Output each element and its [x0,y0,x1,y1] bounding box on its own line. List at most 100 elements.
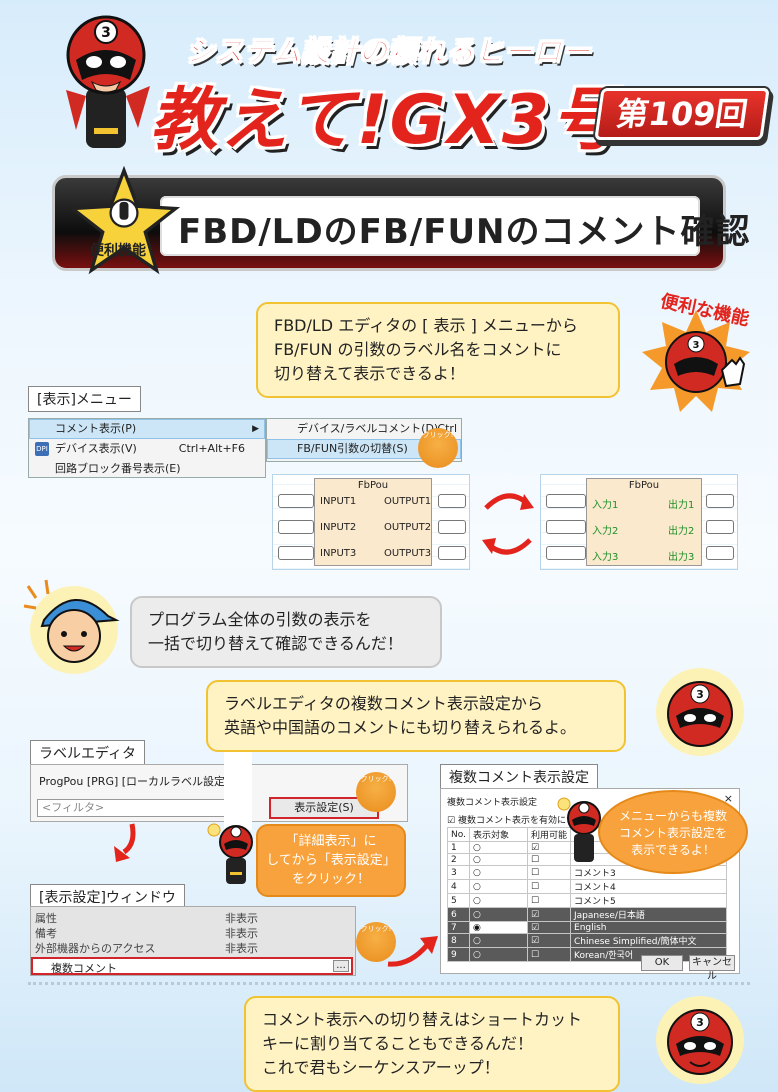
editor-break-gap [224,752,252,830]
radio-icon[interactable]: ○ [469,893,528,908]
topic-banner-panel [160,196,700,256]
checkbox-icon[interactable]: ☐ [526,893,572,908]
menu-section-tag: [表示]メニュー [28,386,141,412]
badge-label: 便利機能 [90,243,146,259]
checkbox-icon[interactable]: ☑ [526,933,572,948]
display-settings-button[interactable]: 表示設定(S) [269,797,379,819]
checkbox-icon[interactable]: ☐ [526,947,572,962]
checkbox-icon[interactable]: ☑ [526,921,572,934]
menu-item-block-number[interactable]: 回路ブロック番号表示(E) [29,459,265,479]
menu-shortcut: Ctrl+Alt+F6 [178,442,245,455]
svg-text:3: 3 [101,25,111,41]
menu-item-label: 回路ブロック番号表示(E) [55,462,181,475]
radio-selected-icon[interactable]: ◉ [469,921,528,934]
click-hand-icon: クリック! [356,922,396,962]
row-no: 2 [447,853,470,866]
click-label: クリック! [360,775,392,783]
fb-output-pin: 出力2 [668,526,695,537]
radio-icon[interactable]: ○ [469,947,528,962]
fb-input-pin: INPUT2 [320,522,357,533]
label-editor-tag: ラベルエディタ [30,740,146,766]
dialog-title: 複数コメント表示設定 [447,798,538,808]
menu-item-label: デバイス/ラベルコメント(D) [297,422,439,435]
radio-icon[interactable]: ○ [469,907,528,922]
radio-icon[interactable]: ○ [469,879,528,894]
multi-comment-tag: 複数コメント表示設定 [440,764,598,790]
menu-item-label: コメント表示(P) [55,422,137,435]
output-stub [706,520,734,534]
menu-hint-bubble: メニューからも複数 コメント表示設定を 表示できるよ！ [598,790,748,874]
setting-name: 属性 [35,912,57,925]
comment-name: Chinese Simplified/簡体中文 [570,933,727,948]
toggle-arrows-icon [482,493,534,555]
menu-item-label: FB/FUN引数の切替(S) [297,442,408,455]
comment-name: English [570,921,727,934]
fb-input-pin: 入力3 [592,552,619,563]
bubble-line: してから「表示設定」 [266,853,396,868]
fb-input-pin: 入力1 [592,500,619,511]
input-stub [278,494,314,508]
click-label: クリック! [422,431,454,439]
fb-output-pin: OUTPUT3 [384,548,432,559]
setting-name: 備考 [35,927,57,940]
fb-block-left[interactable]: FbPou [314,478,432,566]
click-hand-icon: クリック! [356,772,396,812]
bubble-shortcut: コメント表示への切り替えはショートカット キーに割り当てることもできるんだ！ こ… [244,996,620,1092]
radio-icon[interactable]: ○ [469,853,528,866]
bubble-line: ラベルエディタの複数コメント表示設定から [224,694,543,713]
dialog-checkbox[interactable]: ☑ 複数コメント表示を有効にする(M) [447,813,599,826]
row-no: 6 [447,907,470,922]
checkbox-icon[interactable]: ☐ [526,865,572,880]
row-no: 4 [447,879,470,894]
topic-title: FBD/LDのFB/FUNのコメント確認 [178,212,751,252]
label-editor-panel: ProgPou [PRG] [ローカルラベル設定] <フィルタ> 表示設定(S) [30,764,408,822]
gx3-bulb-mascot-icon [557,797,601,862]
bubble-line: 一括で切り替えて確認できるんだ！ [148,634,403,653]
input-stub [278,520,314,534]
output-stub [438,546,466,560]
close-icon[interactable]: × [723,792,733,805]
comment-name: Japanese/日本語 [570,907,727,922]
comment-submenu: デバイス/ラベルコメント(D) Ctrl FB/FUN引数の切替(S) [266,418,462,462]
output-stub [706,494,734,508]
ok-button[interactable]: OK [641,955,683,971]
submenu-item-fbfun-toggle[interactable]: FB/FUN引数の切替(S) [267,439,461,459]
svg-text:3: 3 [696,688,704,701]
bubble-editor-menu: FBD/LD エディタの [ 表示 ] メニューから FB/FUN の引数のラベ… [256,302,620,398]
bubble-line: コメント表示設定を [618,826,727,840]
boy-mascot-icon [23,579,120,674]
bubble-batch-toggle: プログラム全体の引数の表示を 一括で切り替えて確認できるんだ！ [130,596,442,668]
menu-item-comment-display[interactable]: コメント表示(P) ▶ [29,419,265,439]
menu-item-device-display[interactable]: DPI デバイス表示(V) Ctrl+Alt+F6 [29,439,265,459]
episode-badge: 第109回 [594,88,770,140]
checkbox-icon[interactable]: ☑ [526,907,572,922]
settings-window: 属性 非表示 備考 非表示 外部機器からのアクセス 非表示 複数コメント ... [30,906,356,976]
bubble-line: これで君もシーケンスアーップ！ [262,1058,500,1077]
filter-input[interactable]: <フィルタ> [37,799,241,817]
fb-output-pin: OUTPUT1 [384,496,432,507]
gx3-face-icon: 3 [656,668,744,756]
bubble-line: キーに割り当てることもできるんだ！ [262,1034,534,1053]
setting-value: 非表示 [225,927,258,940]
bubble-line: 表示できるよ！ [631,843,715,857]
radio-icon[interactable]: ○ [469,841,528,854]
cancel-button[interactable]: キャンセル [689,955,735,982]
editor-title: ProgPou [PRG] [ローカルラベル設定] [39,775,230,788]
bubble-line: 英語や中国語のコメントにも切り替えられるよ。 [224,718,577,737]
hero-mascot-icon: 3 [66,15,150,148]
multi-comment-row[interactable]: 複数コメント ... [31,957,353,975]
input-stub [278,546,314,560]
setting-name: 複数コメント [51,962,117,975]
radio-icon[interactable]: ○ [469,933,528,948]
bubble-line: コメント表示への切り替えはショートカット [262,1010,583,1029]
radio-icon[interactable]: ○ [469,865,528,880]
checkbox-icon[interactable]: ☐ [526,879,572,894]
right-arrow-icon [387,936,438,967]
comment-name: コメント5 [570,893,727,908]
bubble-line: 切り替えて表示できるよ！ [274,364,465,383]
checkbox-label: 複数コメント表示を有効にする(M) [457,816,599,826]
row-no: 8 [447,933,470,948]
ellipsis-button[interactable]: ... [333,960,349,972]
row-no: 7 [447,921,470,934]
fb-block-right[interactable]: FbPou [586,478,702,566]
